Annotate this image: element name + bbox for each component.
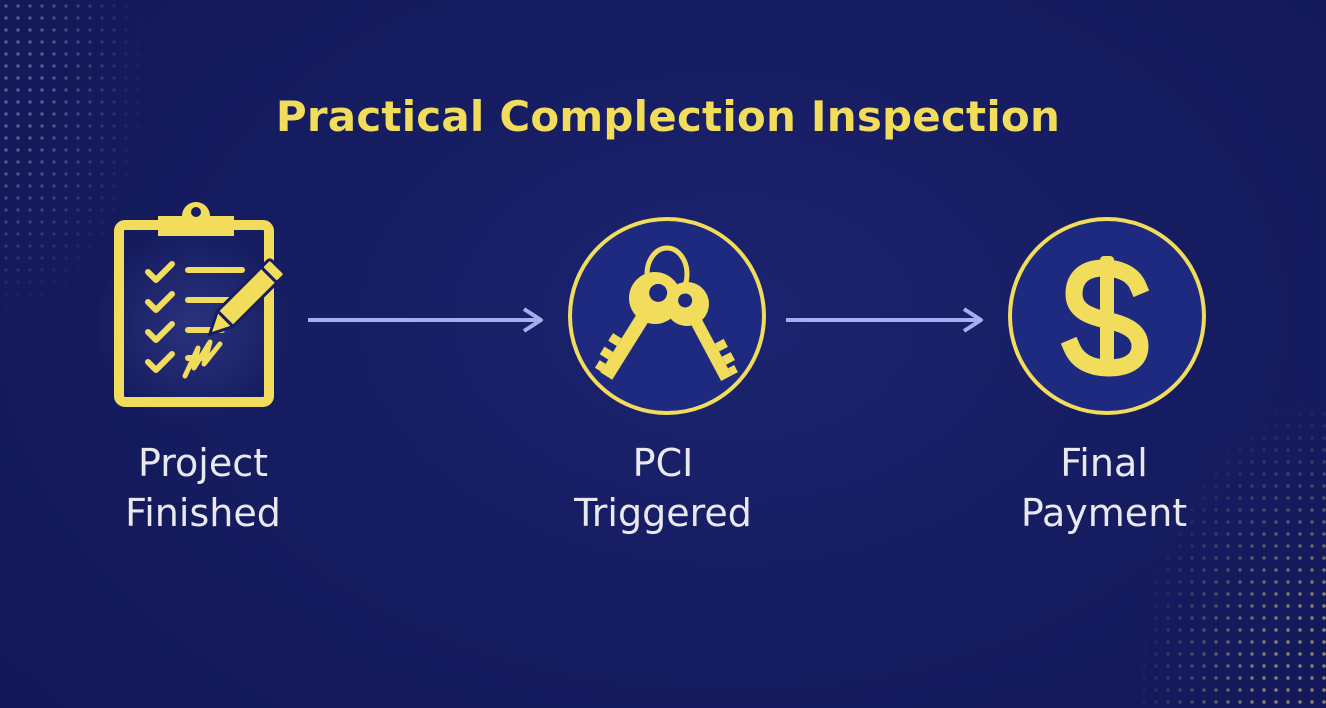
dollar-sign-icon <box>1008 217 1206 415</box>
step-label-final-payment: Final Payment <box>974 438 1234 538</box>
step-label-line: Triggered <box>574 491 752 535</box>
step-label-line: Project <box>137 441 268 485</box>
step-label-line: Finished <box>125 491 281 535</box>
keys-icon <box>568 217 766 415</box>
flow-arrow <box>786 307 983 333</box>
clipboard-checklist-icon <box>114 202 286 407</box>
step-label-line: PCI <box>632 441 694 485</box>
step-label-line: Final <box>1060 441 1148 485</box>
step-label-line: Payment <box>1020 491 1188 535</box>
icon-glow <box>92 226 292 426</box>
step-label-pci-triggered: PCI Triggered <box>533 438 793 538</box>
step-label-project-finished: Project Finished <box>73 438 333 538</box>
diagram-title: Practical Complection Inspection <box>275 92 1061 141</box>
flow-arrow <box>308 307 543 333</box>
